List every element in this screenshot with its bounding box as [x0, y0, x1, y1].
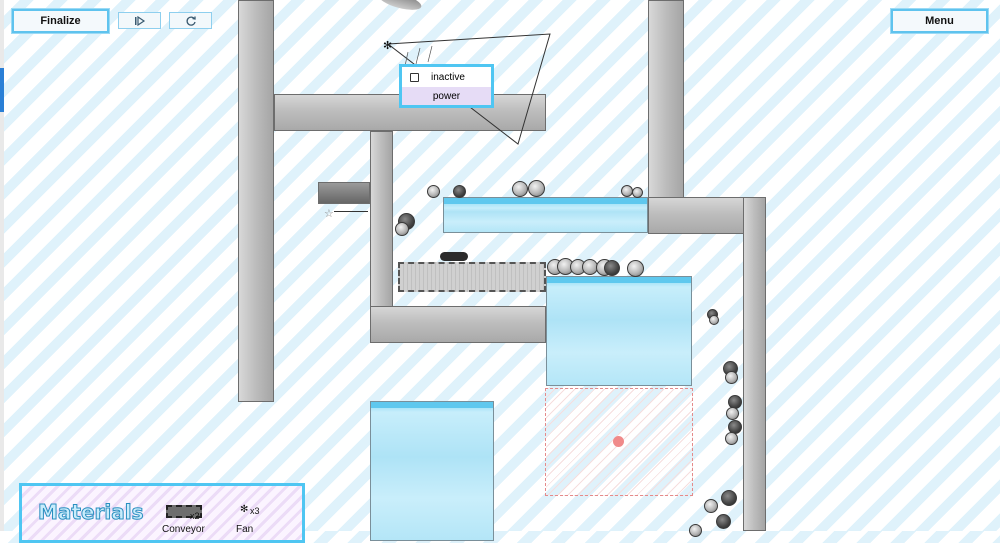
inactive-toggle[interactable]: inactive	[402, 67, 491, 87]
ball	[512, 181, 528, 197]
ball	[726, 407, 739, 420]
finalize-label: Finalize	[40, 15, 81, 27]
menu-label: Menu	[925, 15, 954, 27]
power-row[interactable]: power	[402, 87, 491, 105]
steel-beam-left-vertical	[238, 0, 274, 402]
conveyor-label: Conveyor	[162, 524, 205, 535]
steel-beam-middle-vertical	[370, 131, 393, 308]
ball	[627, 260, 644, 277]
dark-pill	[440, 252, 468, 261]
material-item-conveyor[interactable]: x2 Conveyor	[162, 502, 212, 542]
target-zone	[545, 388, 693, 496]
ball	[632, 187, 643, 198]
menu-button[interactable]: Menu	[890, 8, 989, 34]
steel-beam-right-vertical	[743, 197, 766, 531]
inactive-checkbox[interactable]	[410, 72, 419, 82]
conveyor-belt[interactable]	[398, 262, 546, 292]
conveyor-icon	[166, 505, 202, 518]
finalize-button[interactable]: Finalize	[11, 8, 110, 34]
fan-power-popup: inactive power	[399, 64, 494, 108]
water-block-center	[546, 276, 692, 386]
ball	[716, 514, 731, 529]
ball	[453, 185, 466, 198]
materials-title: Materials	[38, 500, 144, 525]
step-play-button[interactable]	[118, 12, 161, 29]
target-dot	[613, 436, 624, 447]
steel-beam-right-upper-vertical	[648, 0, 684, 198]
left-edge-accent	[0, 68, 4, 112]
reset-icon	[186, 16, 196, 26]
ball	[725, 371, 738, 384]
fan-label: Fan	[236, 524, 254, 535]
left-edge-bar	[0, 0, 4, 531]
ball	[528, 180, 545, 197]
conveyor-count: x2	[190, 511, 200, 521]
power-label: power	[432, 90, 461, 102]
water-block-bottom	[370, 401, 494, 541]
steel-stub	[318, 182, 370, 204]
material-item-fan[interactable]: ✻ x3 Fan	[236, 502, 276, 542]
ball	[709, 315, 719, 325]
ball	[725, 432, 738, 445]
step-play-icon	[134, 15, 145, 26]
fan-count: x3	[250, 506, 260, 516]
penguin-shape	[376, 0, 424, 14]
ball	[395, 222, 409, 236]
inactive-label: inactive	[431, 71, 465, 83]
ball	[704, 499, 718, 513]
ball	[604, 260, 620, 276]
materials-panel: Materials x2 Conveyor ✻ x3 Fan	[19, 483, 305, 543]
hinge-line	[334, 211, 368, 212]
water-block-upper	[443, 197, 648, 233]
steel-beam-middle-horizontal	[370, 306, 546, 343]
reset-button[interactable]	[169, 12, 212, 29]
fan-material-icon: ✻	[240, 504, 249, 515]
ball	[721, 490, 737, 506]
ball	[427, 185, 440, 198]
star-marker: ☆	[324, 208, 334, 220]
fan-icon[interactable]: ✻	[383, 40, 393, 52]
